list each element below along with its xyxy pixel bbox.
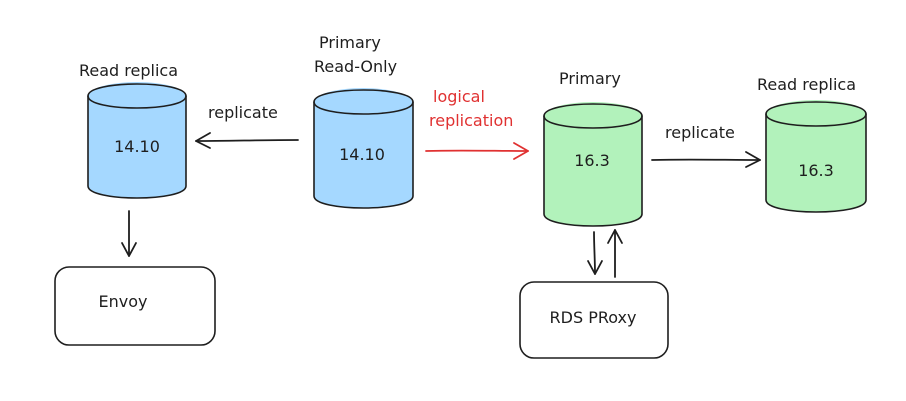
primary-readonly-title-line2: Read-Only — [314, 57, 397, 76]
primary-cylinder — [543, 102, 643, 227]
primary-readonly-version: 14.10 — [339, 145, 385, 164]
primary-version: 16.3 — [574, 151, 610, 170]
replica-to-envoy-arrow — [121, 210, 137, 257]
replicate-right-label: replicate — [665, 123, 735, 142]
logical-replication-label-line1: logical — [433, 87, 485, 106]
replicate-right-arrow — [651, 151, 761, 168]
read-replica-left-title: Read replica — [79, 61, 178, 80]
read-replica-right-cylinder — [765, 100, 867, 213]
primary-to-proxy-arrow — [587, 231, 603, 275]
logical-replication-label-line2: replication — [429, 111, 513, 130]
envoy-label: Envoy — [99, 292, 148, 311]
logical-replication-arrow — [425, 142, 529, 160]
envoy-box — [54, 266, 216, 346]
primary-readonly-cylinder — [313, 88, 414, 209]
read-replica-right-version: 16.3 — [798, 161, 834, 180]
rds-proxy-label: RDS PRoxy — [550, 308, 637, 327]
rds-proxy-box — [519, 281, 669, 359]
proxy-to-primary-arrow — [607, 229, 623, 278]
read-replica-right-title: Read replica — [757, 75, 856, 94]
replicate-left-arrow — [195, 132, 299, 149]
primary-title: Primary — [559, 69, 621, 88]
read-replica-left-version: 14.10 — [114, 137, 160, 156]
replicate-left-label: replicate — [208, 103, 278, 122]
read-replica-left-cylinder — [87, 82, 187, 199]
primary-readonly-title-line1: Primary — [319, 33, 381, 52]
